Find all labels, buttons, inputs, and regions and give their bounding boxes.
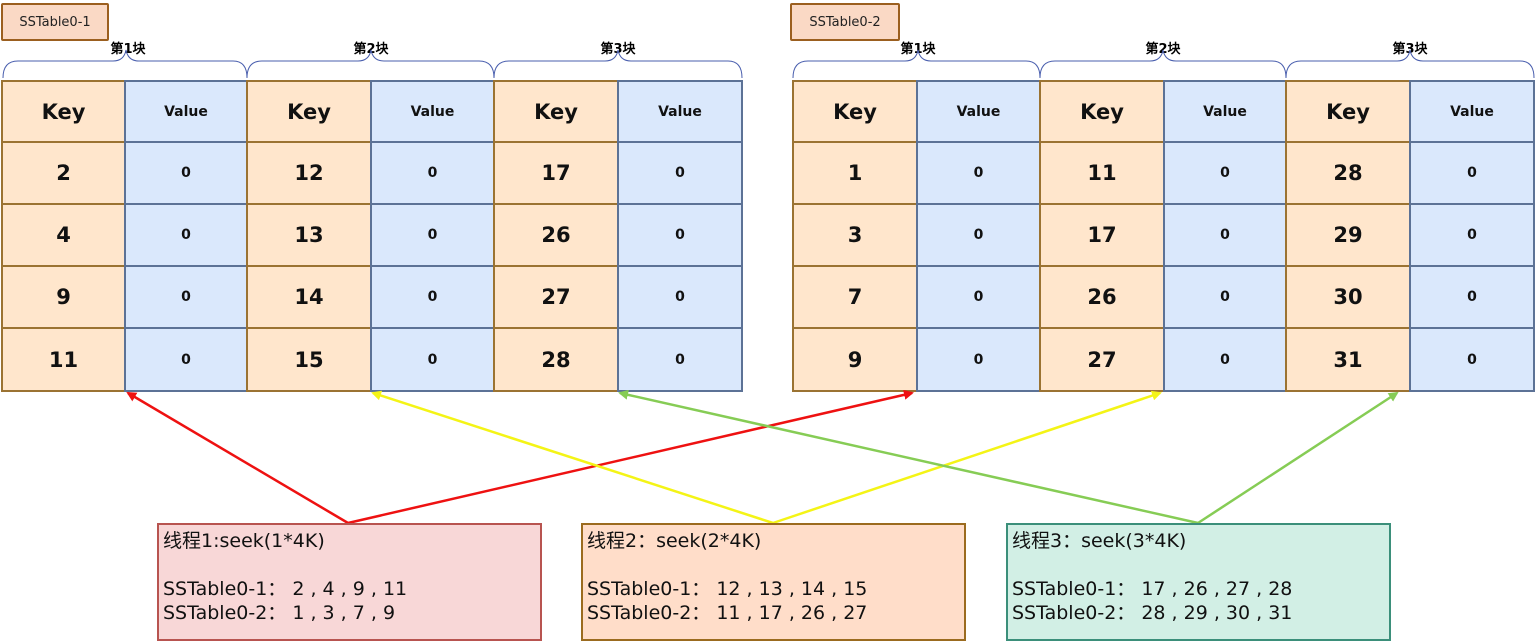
block-label-t2-b2: 第2块: [1145, 42, 1181, 57]
arrow-thread2-table2: [772, 390, 1162, 525]
value-cell: 0: [370, 265, 495, 329]
block-label-t2-b3: 第3块: [1392, 42, 1428, 57]
value-cell: 0: [1409, 327, 1535, 392]
key-cell: 17: [1039, 203, 1165, 267]
value-header: Value: [124, 80, 248, 143]
key-cell: 11: [1039, 141, 1165, 205]
thread-3-spacer: [1012, 553, 1385, 577]
key-cell: 11: [1, 327, 126, 392]
block-label-t2-b1: 第1块: [900, 42, 936, 57]
arrow-thread1-table2: [347, 389, 914, 525]
key-header: Key: [493, 80, 619, 143]
value-cell: 0: [124, 265, 248, 329]
value-cell: 0: [1163, 265, 1287, 329]
arrow-thread3-table1: [618, 389, 1199, 525]
value-cell: 0: [916, 141, 1041, 205]
arrow-thread1-table1: [126, 391, 349, 525]
value-cell: 0: [916, 327, 1041, 392]
block-label-t1-b3: 第3块: [600, 42, 636, 57]
thread-1-line-1: SSTable0-1： 2 , 4 , 9 , 11: [163, 578, 408, 600]
key-header: Key: [1039, 80, 1165, 143]
block-label-t1-b2: 第2块: [353, 42, 389, 57]
key-cell: 3: [792, 203, 918, 267]
value-cell: 0: [1409, 141, 1535, 205]
brace-t1-b3: [493, 49, 743, 79]
key-cell: 26: [1039, 265, 1165, 329]
key-cell: 26: [493, 203, 619, 267]
thread-2-line-1: SSTable0-1： 12 , 13 , 14 , 15: [587, 578, 868, 600]
thread-1-title: 线程1:seek(1*4K): [163, 530, 325, 552]
thread-1-spacer: [163, 553, 536, 577]
thread-1-line-2: SSTable0-2： 1 , 3 , 7 , 9: [163, 602, 396, 624]
value-cell: 0: [1163, 203, 1287, 267]
value-header: Value: [617, 80, 743, 143]
value-cell: 0: [370, 141, 495, 205]
seek-arrows: [126, 389, 1399, 525]
value-cell: 0: [124, 327, 248, 392]
key-cell: 15: [246, 327, 372, 392]
sstable-label-1: SSTable0-1: [1, 3, 109, 41]
key-cell: 28: [493, 327, 619, 392]
key-cell: 17: [493, 141, 619, 205]
value-cell: 0: [370, 327, 495, 392]
brace-t1-b1: [2, 49, 248, 79]
arrow-thread2-table1: [371, 390, 774, 525]
thread-1-box: 线程1:seek(1*4K) SSTable0-1： 2 , 4 , 9 , 1…: [157, 523, 542, 641]
key-cell: 14: [246, 265, 372, 329]
thread-3-line-1: SSTable0-1： 17 , 26 , 27 , 28: [1012, 578, 1293, 600]
thread-3-line-2: SSTable0-2： 28 , 29 , 30 , 31: [1012, 602, 1293, 624]
value-cell: 0: [617, 203, 743, 267]
sstable-label-2: SSTable0-2: [790, 3, 900, 41]
key-cell: 27: [1039, 327, 1165, 392]
key-header: Key: [1, 80, 126, 143]
thread-2-line-2: SSTable0-2： 11 , 17 , 26 , 27: [587, 602, 868, 624]
brace-t2-b1: [792, 49, 1041, 79]
key-cell: 9: [792, 327, 918, 392]
key-cell: 28: [1285, 141, 1411, 205]
brace-t2-b2: [1039, 49, 1287, 79]
value-cell: 0: [124, 203, 248, 267]
block-braces: [2, 49, 1535, 79]
thread-2-box: 线程2：seek(2*4K) SSTable0-1： 12 , 13 , 14 …: [581, 523, 966, 641]
thread-2-spacer: [587, 553, 960, 577]
key-cell: 29: [1285, 203, 1411, 267]
key-cell: 1: [792, 141, 918, 205]
key-cell: 31: [1285, 327, 1411, 392]
value-cell: 0: [617, 327, 743, 392]
key-cell: 7: [792, 265, 918, 329]
thread-3-box: 线程3：seek(3*4K) SSTable0-1： 17 , 26 , 27 …: [1006, 523, 1391, 641]
arrow-thread3-table2: [1197, 391, 1399, 525]
value-cell: 0: [916, 265, 1041, 329]
brace-t2-b3: [1285, 49, 1535, 79]
key-cell: 30: [1285, 265, 1411, 329]
block-label-t1-b1: 第1块: [110, 42, 146, 57]
thread-3-title: 线程3：seek(3*4K): [1012, 530, 1187, 552]
brace-t1-b2: [246, 49, 495, 79]
value-cell: 0: [617, 265, 743, 329]
thread-2-title: 线程2：seek(2*4K): [587, 530, 762, 552]
